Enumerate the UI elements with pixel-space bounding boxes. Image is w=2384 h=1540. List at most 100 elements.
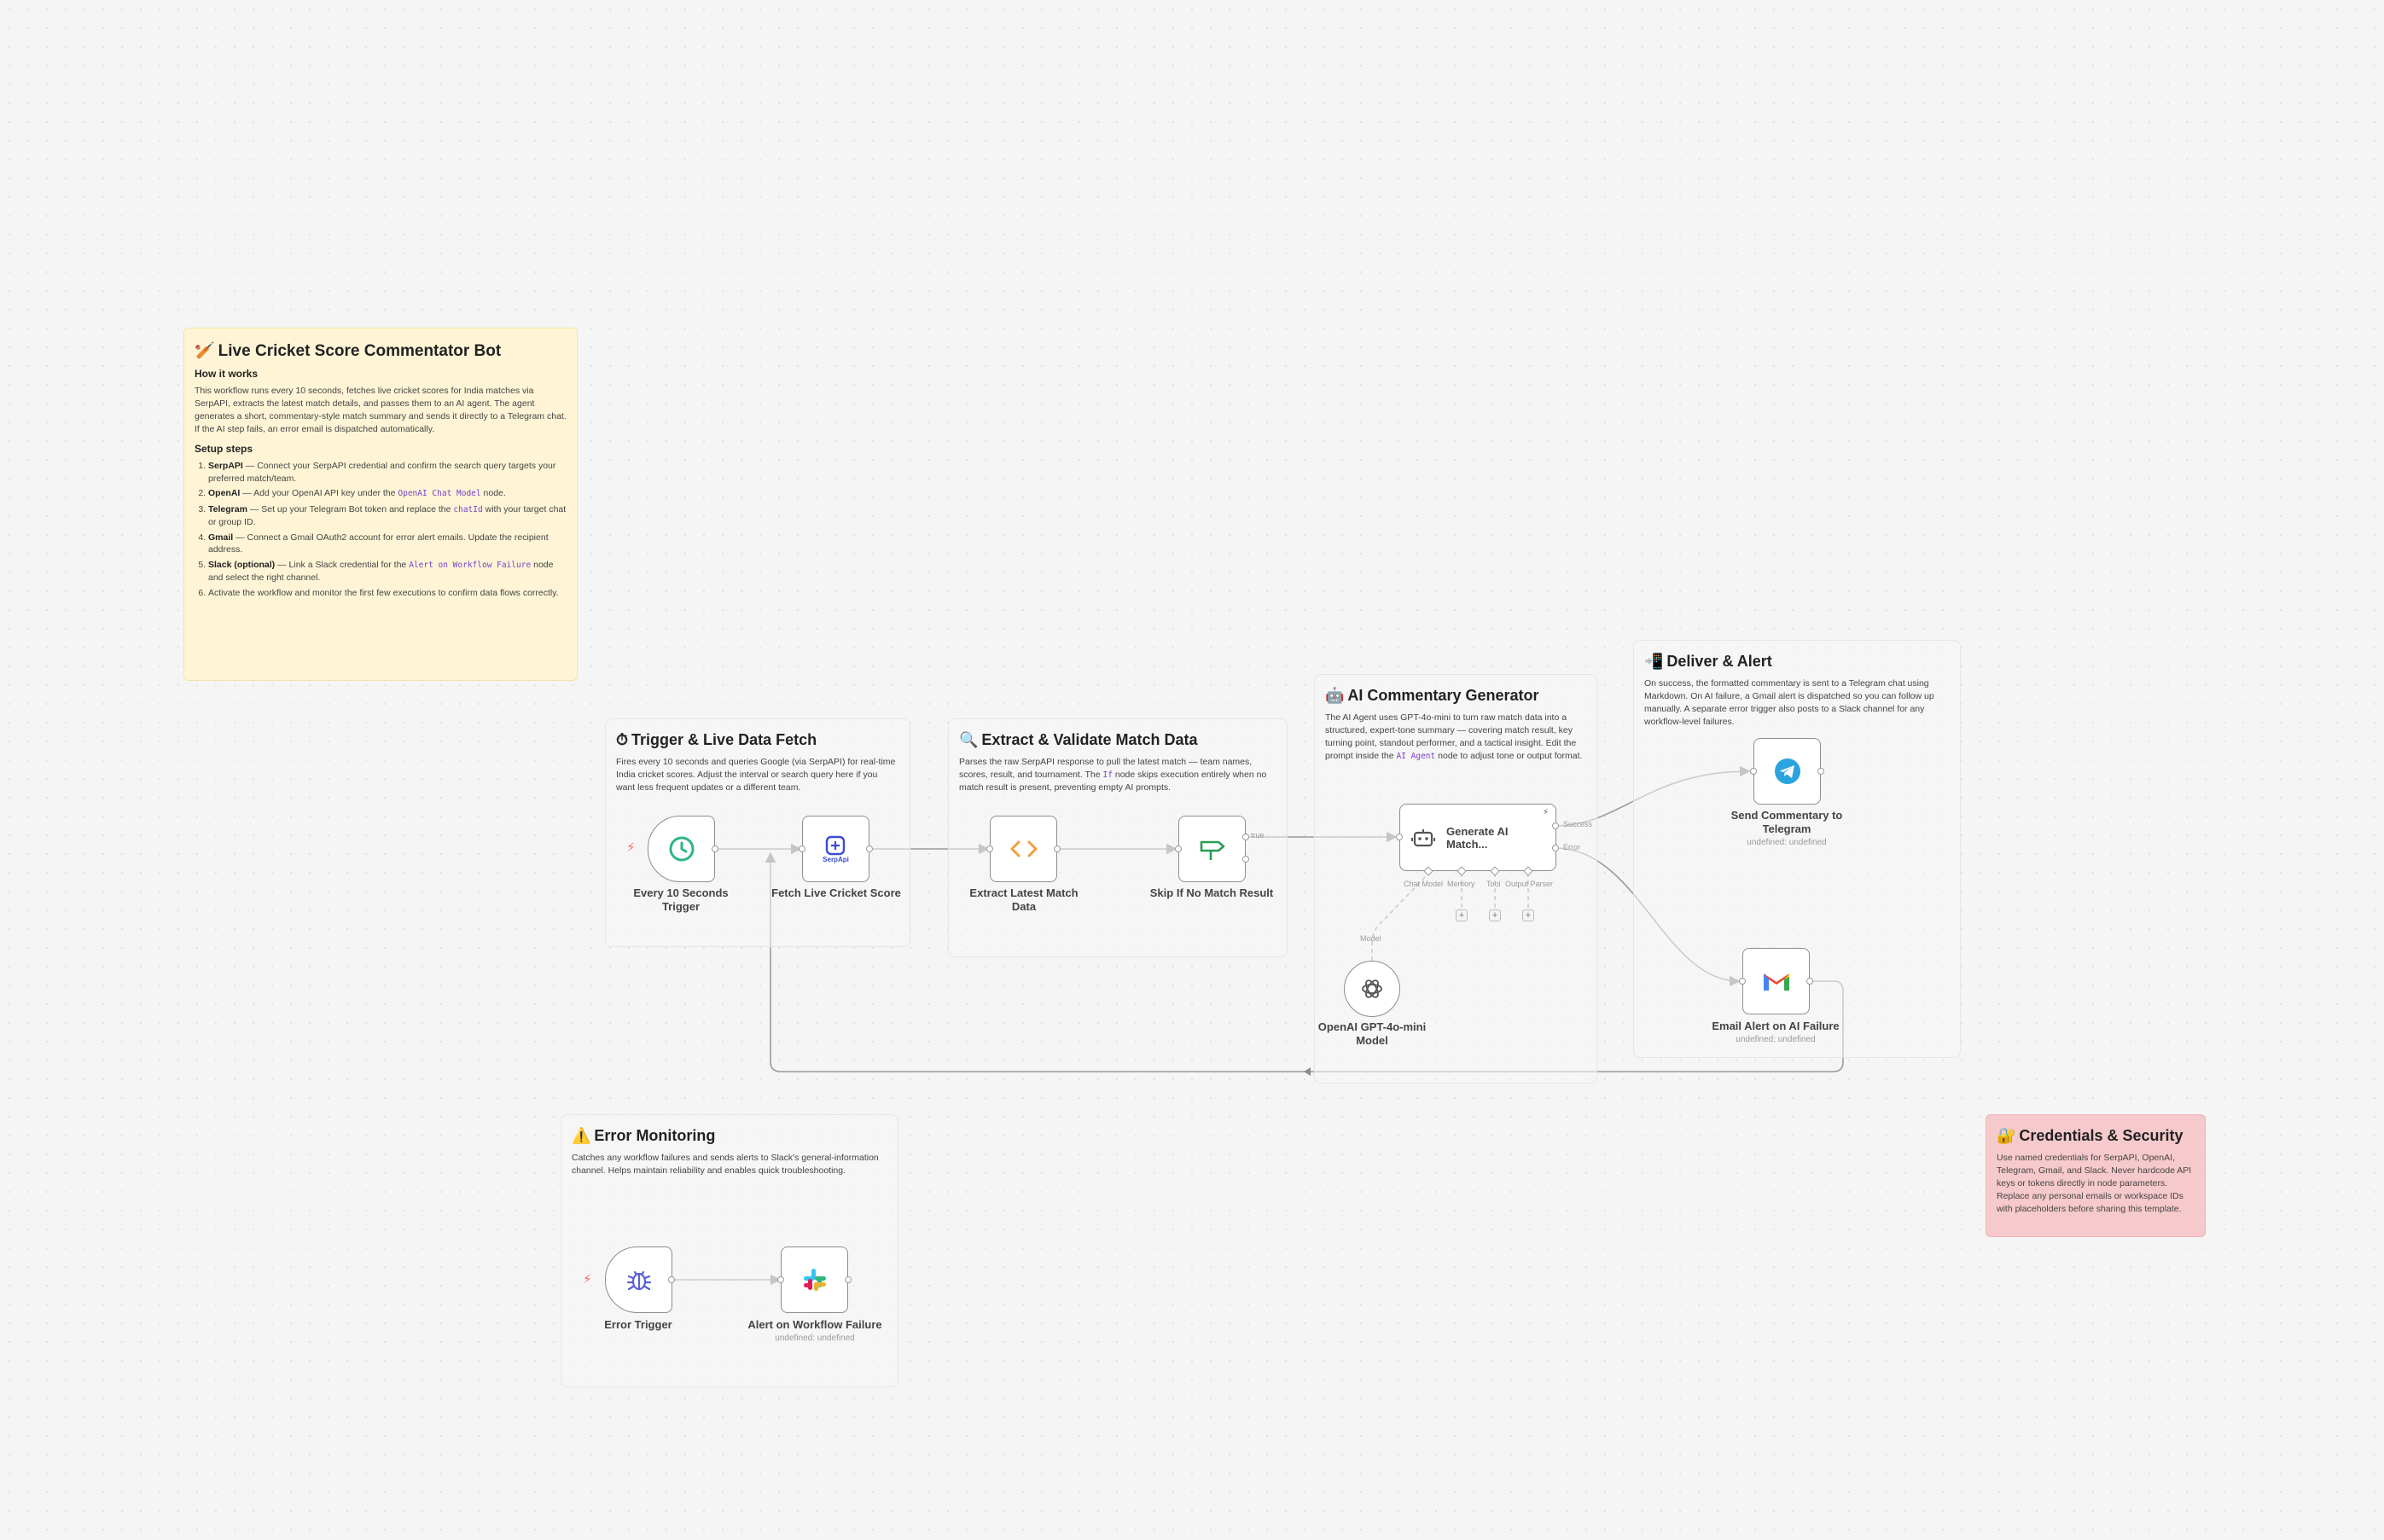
how-it-works-heading: How it works xyxy=(195,368,259,380)
telegram-label: Send Commentary to Telegram xyxy=(1730,809,1843,835)
agent-pin-icon: ⚡ xyxy=(1542,808,1549,817)
agent-error-port[interactable] xyxy=(1552,845,1559,851)
if-true-port[interactable] xyxy=(1242,834,1249,840)
gmail-icon xyxy=(1763,973,1789,991)
slack-input-port[interactable] xyxy=(777,1276,784,1283)
schedule-output-port[interactable] xyxy=(712,846,718,852)
robot-agent-icon xyxy=(1411,828,1435,846)
section-error-text: Catches any workflow failures and sends … xyxy=(572,1153,879,1176)
stopwatch-icon: ⏱ xyxy=(616,731,629,748)
setup-steps-list: SerpAPI — Connect your SerpAPI credentia… xyxy=(195,460,567,599)
if-true-label: true xyxy=(1251,831,1265,840)
if-false-port[interactable] xyxy=(1242,856,1249,863)
output-parser-label: Output Parser xyxy=(1505,880,1554,888)
gmail-input-port[interactable] xyxy=(1739,978,1746,985)
bug-icon xyxy=(626,1270,651,1291)
add-memory-button[interactable]: + xyxy=(1456,909,1468,921)
telegram-icon xyxy=(1774,758,1800,784)
slack-label: Alert on Workflow Failure xyxy=(747,1318,882,1331)
openai-model-label: OpenAI GPT-4o-mini Model xyxy=(1317,1020,1427,1047)
section-extract-title: Extract & Validate Match Data xyxy=(981,731,1198,748)
robot-icon: 🤖 xyxy=(1325,687,1345,704)
serpapi-label: Fetch Live Cricket Score xyxy=(771,886,901,899)
section-deliver-title: Deliver & Alert xyxy=(1666,653,1772,670)
openai-icon xyxy=(1362,979,1382,998)
serpapi-input-port[interactable] xyxy=(799,846,805,852)
section-extract[interactable]: 🔍Extract & Validate Match Data Parses th… xyxy=(948,718,1288,957)
slack-output-port[interactable] xyxy=(845,1276,852,1283)
error-trigger-bolt-icon: ⚡ xyxy=(583,1272,592,1287)
error-trigger-node[interactable] xyxy=(605,1247,672,1313)
how-it-works-text: This workflow runs every 10 seconds, fet… xyxy=(195,386,567,434)
setup-step: Gmail — Connect a Gmail OAuth2 account f… xyxy=(208,532,567,556)
setup-steps-heading: Setup steps xyxy=(195,443,253,455)
lock-key-icon: 🔐 xyxy=(1997,1127,2016,1144)
gmail-sub: undefined: undefined xyxy=(1736,1035,1816,1044)
add-tool-button[interactable]: + xyxy=(1489,909,1501,921)
setup-step: OpenAI — Add your OpenAI API key under t… xyxy=(208,487,567,501)
section-trigger-title: Trigger & Live Data Fetch xyxy=(631,731,817,748)
schedule-trigger-node[interactable] xyxy=(648,816,715,882)
section-ai-text: The AI Agent uses GPT-4o-mini to turn ra… xyxy=(1325,712,1583,761)
credentials-sticky-note[interactable]: 🔐Credentials & Security Use named creden… xyxy=(1986,1114,2206,1237)
overview-title: 🏏Live Cricket Score Commentator Bot xyxy=(195,342,502,360)
telegram-input-port[interactable] xyxy=(1750,768,1757,775)
extract-output-port[interactable] xyxy=(1054,846,1061,852)
ai-agent-node[interactable]: Generate AI Match... ⚡ xyxy=(1399,804,1556,871)
error-trigger-output-port[interactable] xyxy=(668,1276,675,1283)
gmail-output-port[interactable] xyxy=(1806,978,1813,985)
if-input-port[interactable] xyxy=(1175,846,1182,852)
credentials-title: Credentials & Security xyxy=(2019,1127,2183,1144)
setup-step: Slack (optional) — Link a Slack credenti… xyxy=(208,559,567,584)
cricket-bat-icon: 🏏 xyxy=(195,342,215,360)
serpapi-node[interactable]: SerpApi xyxy=(802,816,869,882)
section-deliver-text: On success, the formatted commentary is … xyxy=(1644,678,1934,727)
signpost-icon xyxy=(1200,840,1224,860)
telegram-node[interactable] xyxy=(1753,738,1821,805)
serpapi-output-port[interactable] xyxy=(866,846,873,852)
if-node[interactable] xyxy=(1178,816,1246,882)
serpapi-icon: SerpApi xyxy=(823,835,849,863)
section-ai-title: AI Commentary Generator xyxy=(1347,687,1539,704)
magnifier-icon: 🔍 xyxy=(959,731,979,748)
setup-step: SerpAPI — Connect your SerpAPI credentia… xyxy=(208,460,567,485)
agent-error-label: Error xyxy=(1563,843,1580,851)
section-error-title: Error Monitoring xyxy=(594,1127,716,1144)
tool-label: Tool xyxy=(1486,880,1501,888)
telegram-sub: undefined: undefined xyxy=(1747,838,1827,847)
error-trigger-label: Error Trigger xyxy=(604,1318,672,1331)
setup-step: Activate the workflow and monitor the fi… xyxy=(208,587,567,600)
section-trigger-text: Fires every 10 seconds and queries Googl… xyxy=(616,757,896,793)
agent-success-label: Success xyxy=(1563,820,1593,828)
extract-code-node[interactable] xyxy=(990,816,1057,882)
telegram-output-port[interactable] xyxy=(1817,768,1824,775)
schedule-trigger-label: Every 10 Seconds Trigger xyxy=(633,886,729,913)
warning-icon: ⚠️ xyxy=(572,1127,591,1144)
agent-success-port[interactable] xyxy=(1552,822,1559,829)
clock-icon xyxy=(669,836,694,862)
model-connection-label: Model xyxy=(1360,934,1381,943)
openai-model-node[interactable] xyxy=(1344,961,1400,1017)
memory-label: Memory xyxy=(1447,880,1475,888)
extract-input-port[interactable] xyxy=(986,846,993,852)
ai-agent-label: Generate AI Match... xyxy=(1446,824,1509,851)
add-parser-button[interactable]: + xyxy=(1522,909,1534,921)
gmail-label: Email Alert on AI Failure xyxy=(1712,1020,1840,1032)
slack-node[interactable] xyxy=(781,1247,848,1313)
phone-arrow-icon: 📲 xyxy=(1644,653,1664,670)
extract-label: Extract Latest Match Data xyxy=(969,886,1079,913)
trigger-bolt-icon: ⚡ xyxy=(626,840,636,855)
gmail-node[interactable] xyxy=(1742,948,1810,1014)
agent-input-port[interactable] xyxy=(1396,834,1403,840)
if-label: Skip If No Match Result xyxy=(1149,886,1274,899)
credentials-text: Use named credentials for SerpAPI, OpenA… xyxy=(1997,1153,2192,1214)
chat-model-label: Chat Model xyxy=(1404,880,1444,888)
slack-icon xyxy=(803,1269,826,1291)
section-extract-text: Parses the raw SerpAPI response to pull … xyxy=(959,757,1267,793)
setup-step: Telegram — Set up your Telegram Bot toke… xyxy=(208,503,567,529)
overview-sticky-note[interactable]: 🏏Live Cricket Score Commentator Bot How … xyxy=(183,328,578,681)
section-ai[interactable]: 🤖AI Commentary Generator The AI Agent us… xyxy=(1314,674,1597,1084)
slack-sub: undefined: undefined xyxy=(775,1334,855,1343)
loop-arrow-head xyxy=(1304,1067,1311,1076)
code-brackets-icon xyxy=(1010,840,1037,857)
